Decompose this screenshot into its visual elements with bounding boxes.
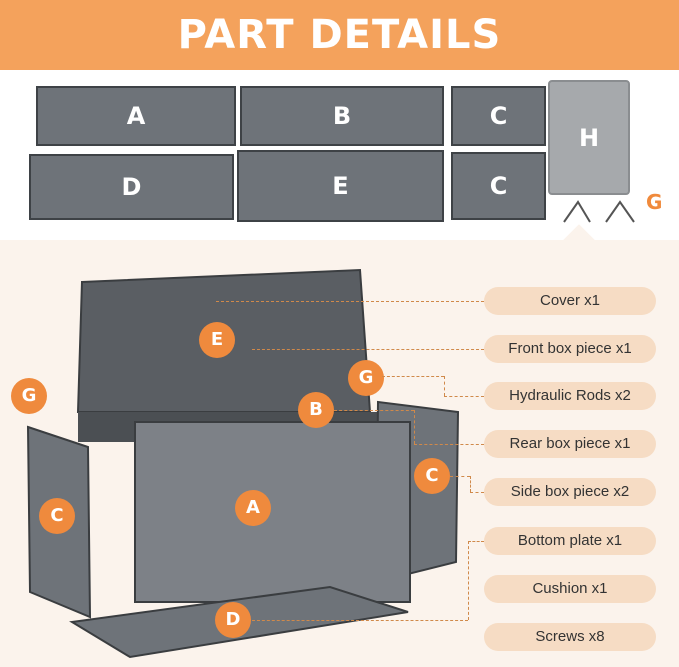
leader-line: [470, 492, 484, 493]
legend-bottom-plate: Bottom plate x1: [484, 527, 656, 555]
part-c-panel-top: C: [451, 86, 546, 146]
leader-line: [216, 301, 484, 302]
leader-line: [444, 376, 445, 396]
hydraulic-rods-icon: [563, 200, 635, 223]
leader-line: [252, 349, 484, 350]
leader-line: [450, 476, 470, 477]
legend-hydraulic-rods: Hydraulic Rods x2: [484, 382, 656, 410]
storage-box-illustration: [26, 268, 460, 659]
leader-line: [414, 410, 415, 444]
leader-line: [468, 541, 484, 542]
header-banner: [0, 0, 679, 70]
part-h-cushion: H: [548, 80, 630, 195]
part-label: C: [489, 172, 508, 200]
leader-line: [252, 620, 468, 621]
leader-line: [414, 444, 484, 445]
part-g-label: G: [646, 190, 663, 214]
legend-screws: Screws x8: [484, 623, 656, 651]
badge-e: E: [199, 322, 235, 358]
legend-rear-box-piece: Rear box piece x1: [484, 430, 656, 458]
page-title: PART DETAILS: [177, 12, 502, 58]
legend-side-box-piece: Side box piece x2: [484, 478, 656, 506]
badge-g-left: G: [11, 378, 47, 414]
part-c-panel-bottom: C: [451, 152, 546, 220]
part-label: D: [121, 173, 142, 201]
legend-front-box-piece: Front box piece x1: [484, 335, 656, 363]
legend-cover: Cover x1: [484, 287, 656, 315]
badge-g-right: G: [348, 360, 384, 396]
badge-c-right: C: [414, 458, 450, 494]
badge-c-left: C: [39, 498, 75, 534]
leader-line: [382, 376, 444, 377]
part-e-panel: E: [237, 150, 444, 222]
part-label: C: [489, 102, 508, 130]
badge-d: D: [215, 602, 251, 638]
part-a-panel: A: [36, 86, 236, 146]
part-d-panel: D: [29, 154, 234, 220]
part-label: B: [332, 102, 352, 130]
part-label: A: [126, 102, 146, 130]
leader-line: [470, 476, 471, 492]
badge-a: A: [235, 490, 271, 526]
leader-line: [334, 410, 414, 411]
leader-line: [468, 541, 469, 620]
legend-cushion: Cushion x1: [484, 575, 656, 603]
part-b-panel: B: [240, 86, 444, 146]
leader-line: [444, 396, 484, 397]
part-label: E: [332, 172, 349, 200]
badge-b: B: [298, 392, 334, 428]
part-label: H: [578, 123, 600, 152]
